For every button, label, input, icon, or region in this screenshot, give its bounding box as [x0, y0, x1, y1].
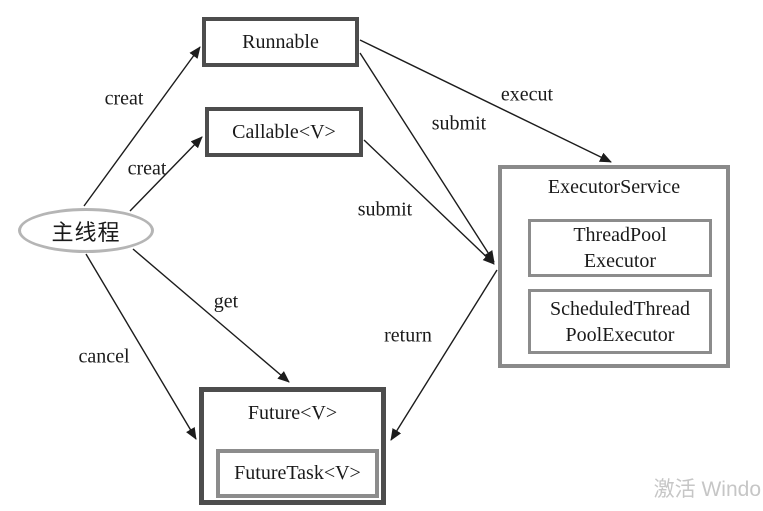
node-threadpool-executor-line1: ThreadPool [573, 224, 667, 246]
edge-cancel [85, 253, 197, 440]
node-future-label: Future<V> [247, 402, 338, 424]
edge-creat-callable [129, 136, 203, 212]
node-executor-service: ExecutorService ThreadPool Executor Sche… [498, 165, 730, 368]
node-future: Future<V> FutureTask<V> [199, 387, 386, 505]
edge-submit-from-runnable [359, 52, 495, 263]
edge-submit-from-callable [363, 139, 495, 265]
edge-label-cancel: cancel [78, 345, 130, 368]
node-runnable: Runnable [202, 17, 359, 67]
edge-label-execut: execut [500, 83, 554, 106]
edge-label-creat-runnable: creat [104, 87, 144, 110]
node-executor-service-label: ExecutorService [547, 176, 681, 198]
windows-activation-watermark: 激活 Windo [653, 478, 761, 501]
edge-get [132, 248, 290, 383]
edge-label-submit-from-callable: submit [357, 198, 413, 221]
edge-label-get: get [213, 290, 239, 313]
edge-label-creat-callable: creat [127, 157, 167, 180]
node-main-thread: 主线程 [18, 208, 154, 253]
node-scheduled-threadpool-executor-line1: ScheduledThread [550, 297, 690, 320]
node-scheduled-threadpool-executor: ScheduledThread PoolExecutor [528, 289, 712, 354]
node-callable: Callable<V> [205, 107, 363, 157]
node-scheduled-threadpool-executor-line2: PoolExecutor [565, 323, 675, 346]
node-threadpool-executor-line2: Executor [583, 250, 657, 272]
node-futuretask: FutureTask<V> [216, 449, 379, 498]
edge-label-return: return [384, 324, 432, 347]
edge-label-submit-from-runnable: submit [431, 112, 487, 135]
node-runnable-label: Runnable [242, 30, 319, 53]
edge-return [390, 269, 498, 441]
edge-creat-runnable [83, 46, 201, 207]
node-threadpool-executor: ThreadPool Executor [528, 219, 712, 277]
node-callable-label: Callable<V> [232, 120, 336, 143]
edge-execut [359, 39, 612, 163]
node-main-thread-label: 主线程 [51, 219, 121, 245]
node-futuretask-label: FutureTask<V> [234, 462, 361, 484]
